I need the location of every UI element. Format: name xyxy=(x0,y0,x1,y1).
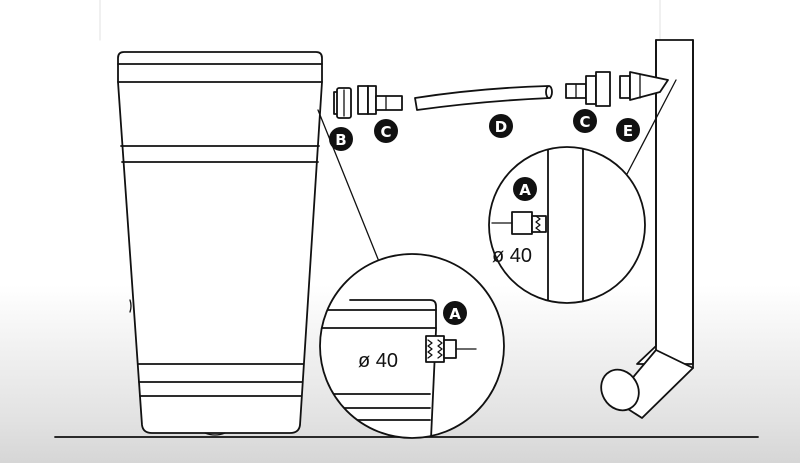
background-lines xyxy=(99,0,661,41)
badge-A-bottom: A xyxy=(443,301,467,325)
part-D-hose xyxy=(414,85,553,111)
svg-text:B: B xyxy=(335,131,346,149)
badge-A-top: A xyxy=(513,177,537,201)
badge-E: E xyxy=(616,118,640,142)
badge-D: D xyxy=(489,114,513,138)
svg-text:D: D xyxy=(495,118,507,136)
zoom-circle-barrel: ø 40 xyxy=(319,253,505,439)
svg-text:E: E xyxy=(623,122,633,140)
rain-barrel xyxy=(117,51,323,436)
part-B xyxy=(333,87,352,119)
part-C-right xyxy=(565,71,611,107)
part-C-left xyxy=(357,85,403,115)
part-E xyxy=(619,71,669,101)
svg-text:A: A xyxy=(519,181,531,199)
zoom-circle-downspout: ø 40 xyxy=(488,146,646,304)
svg-text:C: C xyxy=(579,113,590,131)
badge-C-right: C xyxy=(573,109,597,133)
dimension-label-downspout: ø 40 xyxy=(492,245,532,267)
badge-B: B xyxy=(329,127,353,151)
dimension-label-barrel: ø 40 xyxy=(358,350,398,372)
svg-text:C: C xyxy=(380,123,391,141)
badge-C-left: C xyxy=(374,119,398,143)
svg-text:A: A xyxy=(449,305,461,323)
downspout xyxy=(600,39,694,419)
